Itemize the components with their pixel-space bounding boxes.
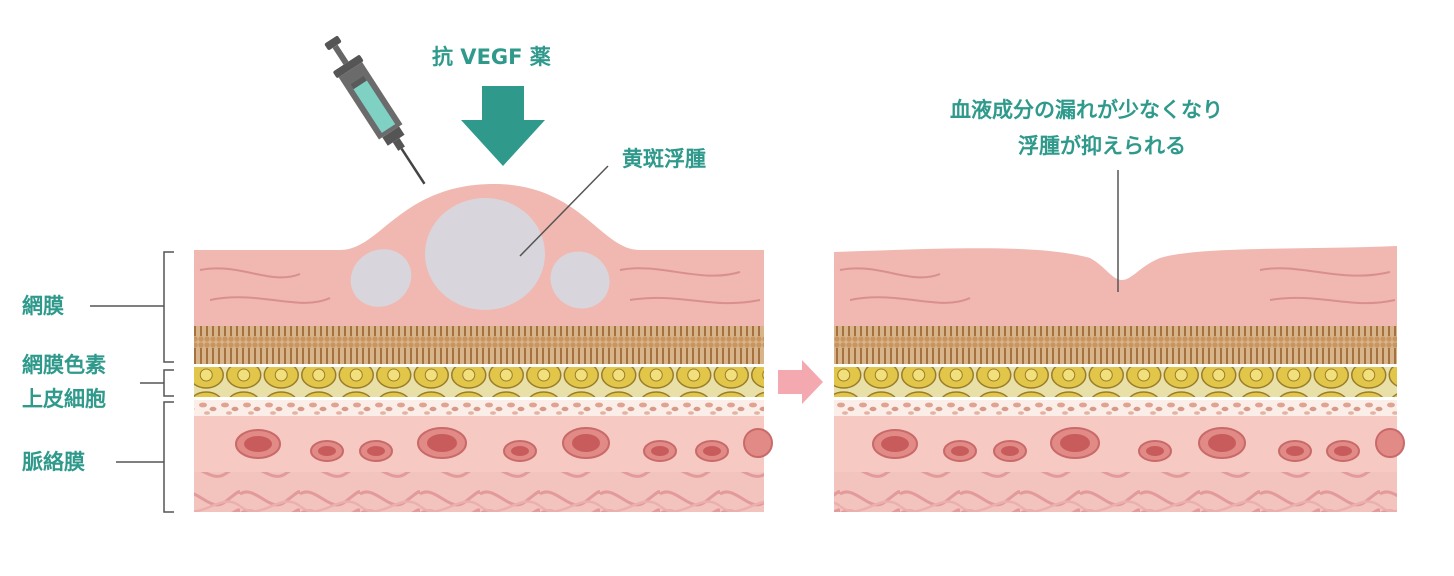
syringe-icon — [324, 36, 426, 185]
bruch-layer-right — [834, 400, 1397, 416]
photoreceptor-layer-right — [834, 326, 1397, 364]
choroid-vessel-network-right — [834, 472, 1397, 512]
choroid-vessel-network-left — [194, 472, 764, 512]
edema-leader-line — [519, 165, 609, 257]
result-label-line2: 浮腫が抑えられる — [1018, 134, 1186, 158]
retina-layer-right — [834, 246, 1397, 326]
right-panel — [834, 170, 1405, 512]
retina-label: 網膜 — [22, 294, 64, 318]
edema-label: 黄斑浮腫 — [622, 147, 706, 171]
drug-label: 抗 VEGF 薬 — [432, 45, 551, 69]
layer-brackets — [90, 251, 174, 513]
rpe-label-line2: 上皮細胞 — [22, 387, 106, 411]
rpe-cell-layer-right — [834, 367, 1397, 397]
choroid-layer-right — [834, 416, 1397, 472]
transition-arrow — [778, 360, 823, 404]
edema-fluid-left — [350, 249, 412, 307]
retina-fiber-lines-right — [839, 267, 1396, 305]
photoreceptor-layer-left — [194, 326, 764, 364]
rpe-label-line1: 網膜色素 — [22, 353, 106, 377]
bruch-layer-left — [194, 400, 764, 416]
choroid-label: 脈絡膜 — [22, 450, 85, 474]
left-panel — [194, 36, 773, 512]
rpe-cell-layer-left — [194, 367, 764, 397]
edema-fluid-right — [550, 251, 610, 309]
edema-fluid-large — [425, 198, 545, 310]
retina-fiber-lines — [199, 267, 761, 305]
drug-down-arrow — [461, 86, 545, 166]
result-label-line1: 血液成分の漏れが少なくなり — [950, 98, 1223, 122]
